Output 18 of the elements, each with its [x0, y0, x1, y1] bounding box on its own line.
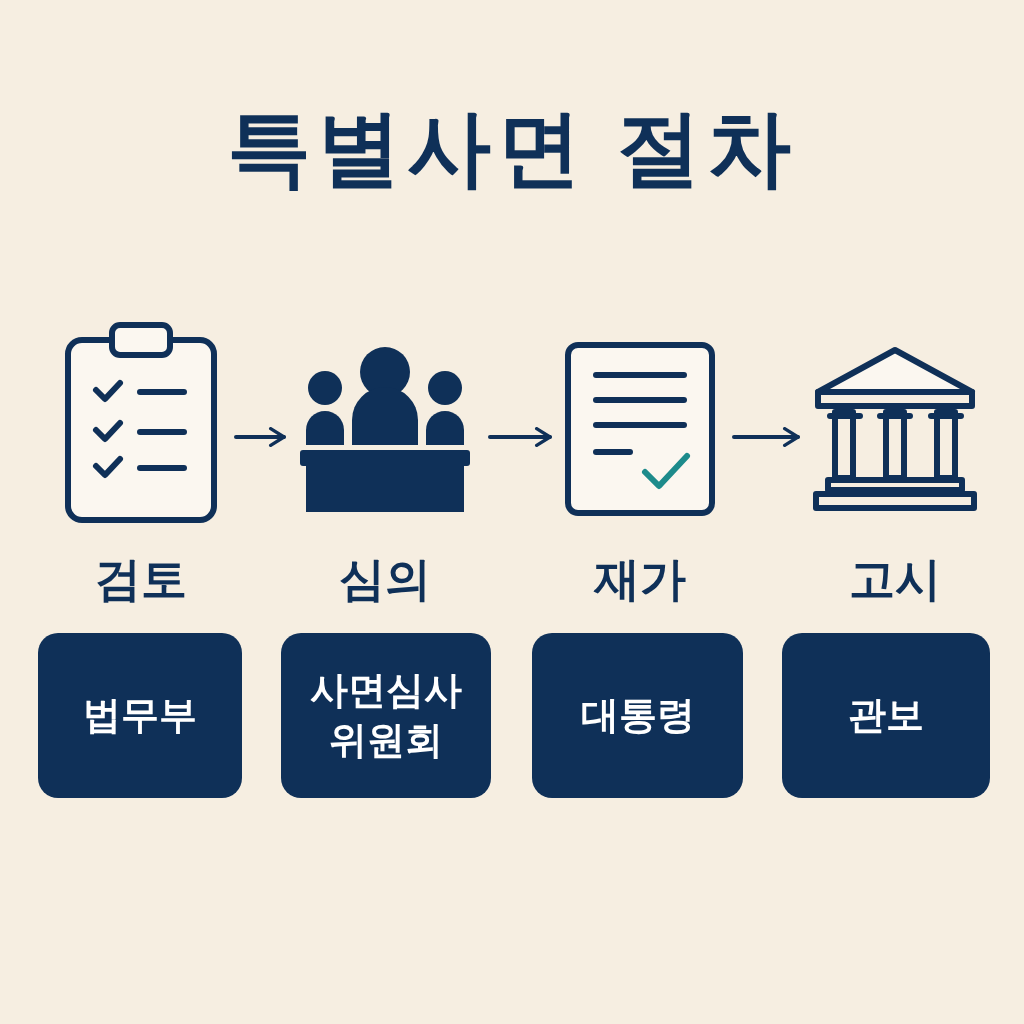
arrow	[732, 427, 800, 447]
clipboard-checklist-icon	[64, 320, 218, 524]
step-label: 고시	[848, 552, 942, 607]
step-label: 재가	[592, 552, 687, 607]
arrow	[488, 427, 552, 447]
step-box	[281, 633, 491, 798]
arrow	[234, 427, 286, 447]
box-label: 법무부	[83, 692, 197, 738]
step-box	[38, 633, 242, 798]
box-label: 관보	[848, 692, 924, 738]
step-box	[532, 633, 743, 798]
signed-document-icon	[564, 341, 716, 516]
box-label: 대통령	[580, 692, 695, 738]
step-label: 검토	[94, 552, 188, 607]
box-label: 사면심사위원회	[309, 668, 463, 763]
title: 특별사면 절차	[227, 100, 797, 197]
step-box	[782, 633, 990, 798]
step-label: 심의	[338, 552, 432, 607]
